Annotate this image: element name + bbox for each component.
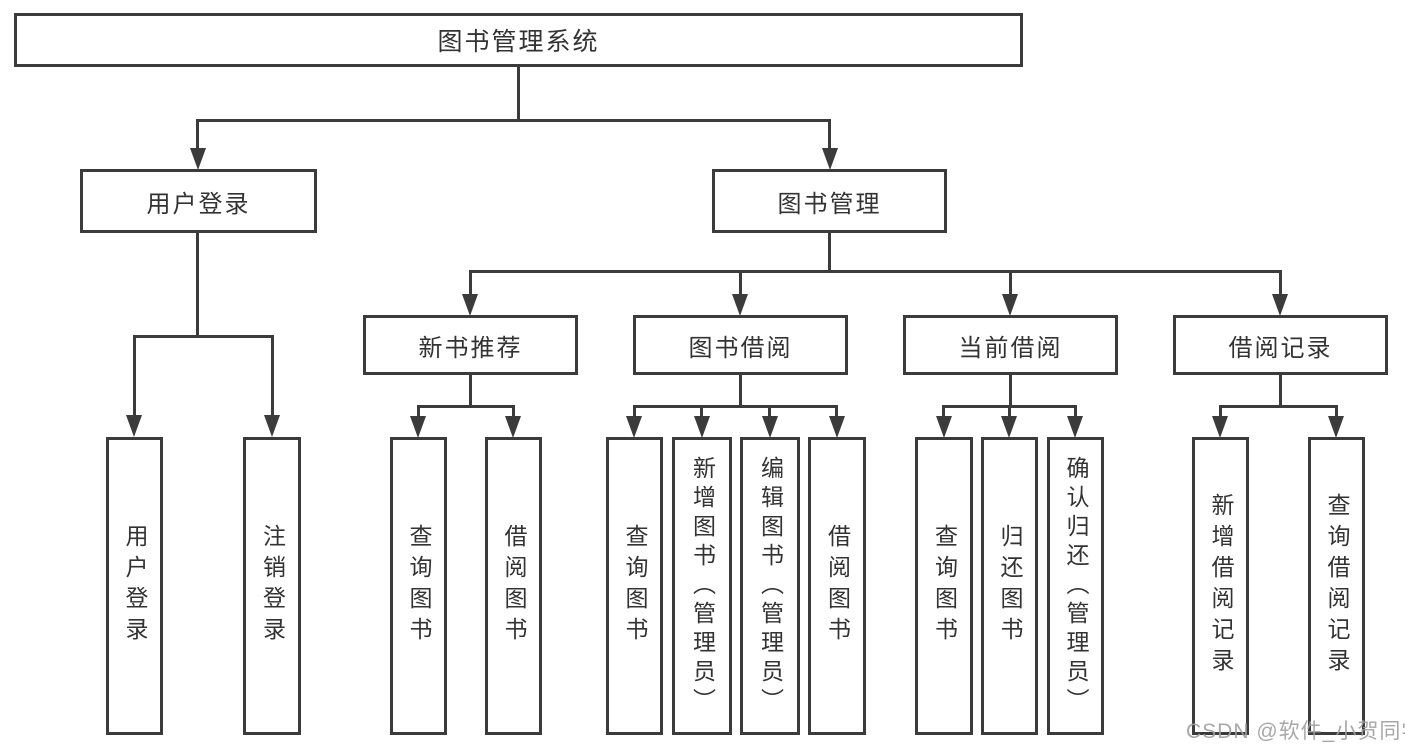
leaf-borrow-books-borrowing: 借阅图书 [808, 437, 866, 735]
connector-line [196, 119, 831, 122]
arrow-down [190, 148, 206, 170]
arrow-down [822, 148, 838, 170]
connector-line [512, 405, 515, 418]
connector-line [469, 270, 1281, 273]
node-label: 借阅图书 [501, 524, 527, 648]
node-label: 当前借阅 [958, 334, 1063, 362]
connector-line [942, 405, 945, 418]
connector-line [633, 405, 838, 408]
node-library-management-system: 图书管理系统 [14, 13, 1023, 67]
node-label: 用户登录 [146, 190, 251, 218]
csdn-watermark: CSDN @软件_小贺同学 [1186, 720, 1405, 743]
arrow-down [694, 416, 710, 438]
connector-line [517, 67, 520, 120]
leaf-query-books-recommend: 查询图书 [390, 437, 447, 735]
connector-line [469, 375, 472, 407]
arrow-down [1212, 416, 1228, 438]
node-label: 新增图书（管理员） [689, 455, 716, 717]
arrow-down [126, 415, 142, 437]
node-label: 确认归还（管理员） [1063, 455, 1089, 717]
connector-line [196, 233, 199, 337]
node-label: 编辑图书（管理员） [757, 455, 784, 717]
arrow-down [762, 416, 778, 438]
connector-line [768, 405, 771, 418]
leaf-query-books-current: 查询图书 [915, 437, 973, 735]
arrow-down [936, 416, 952, 438]
connector-line [835, 405, 838, 418]
node-label: 用户登录 [122, 524, 148, 648]
node-current-borrowing: 当前借阅 [903, 315, 1118, 375]
connector-line [739, 270, 742, 295]
node-label: 借阅记录 [1228, 334, 1333, 362]
node-book-borrowing: 图书借阅 [633, 315, 848, 375]
node-label: 图书管理系统 [437, 28, 600, 56]
node-borrowing-records: 借阅记录 [1173, 315, 1388, 375]
arrow-down [1067, 416, 1083, 438]
leaf-confirm-return-admin: 确认归还（管理员） [1047, 437, 1104, 735]
connector-line [133, 335, 136, 416]
arrow-down [1002, 294, 1018, 316]
leaf-add-borrow-record: 新增借阅记录 [1192, 437, 1249, 735]
node-label: 查询图书 [406, 524, 432, 648]
connector-line [1279, 270, 1282, 295]
arrow-down [505, 416, 521, 438]
connector-line [1219, 405, 1222, 418]
node-label: 查询图书 [931, 524, 958, 648]
arrow-down [410, 416, 426, 438]
node-label: 图书管理 [777, 190, 882, 218]
connector-line [1219, 405, 1338, 408]
leaf-user-login: 用户登录 [106, 437, 163, 735]
connector-line [739, 375, 742, 407]
node-label: 新书推荐 [418, 334, 523, 362]
arrow-down [626, 416, 642, 438]
connector-line [1074, 405, 1077, 418]
connector-line [633, 405, 636, 418]
leaf-query-books-borrowing: 查询图书 [606, 437, 663, 735]
connector-line [469, 270, 472, 295]
arrow-down [264, 415, 280, 437]
node-label: 查询图书 [622, 524, 648, 648]
connector-line [417, 405, 515, 408]
connector-line [133, 335, 274, 338]
leaf-logout: 注销登录 [243, 437, 301, 735]
connector-line [828, 233, 831, 272]
connector-line [1008, 405, 1011, 418]
arrow-down [829, 416, 845, 438]
leaf-edit-books-admin: 编辑图书（管理员） [740, 437, 800, 735]
connector-line [196, 119, 199, 149]
node-label: 图书借阅 [688, 334, 793, 362]
leaf-add-books-admin: 新增图书（管理员） [672, 437, 732, 735]
connector-line [417, 405, 420, 418]
node-label: 借阅图书 [824, 524, 851, 648]
arrow-down [462, 294, 478, 316]
arrow-down [1001, 416, 1017, 438]
arrow-down [1272, 294, 1288, 316]
leaf-borrow-books-recommend: 借阅图书 [485, 437, 542, 735]
node-label: 归还图书 [997, 524, 1023, 648]
node-book-management: 图书管理 [712, 169, 947, 233]
arrow-down [1328, 416, 1344, 438]
connector-line [828, 119, 831, 149]
connector-line [271, 335, 274, 416]
leaf-return-books: 归还图书 [981, 437, 1038, 735]
leaf-query-borrow-record: 查询借阅记录 [1308, 437, 1365, 735]
node-user-login: 用户登录 [80, 169, 317, 233]
node-new-book-recommendation: 新书推荐 [363, 315, 578, 375]
node-label: 注销登录 [259, 524, 286, 648]
node-label: 新增借阅记录 [1208, 493, 1234, 679]
connector-line [1279, 375, 1282, 407]
connector-line [1335, 405, 1338, 418]
arrow-down [732, 294, 748, 316]
connector-line [1009, 375, 1012, 407]
connector-line [700, 405, 703, 418]
node-label: 查询借阅记录 [1324, 493, 1350, 679]
connector-line [1009, 270, 1012, 295]
